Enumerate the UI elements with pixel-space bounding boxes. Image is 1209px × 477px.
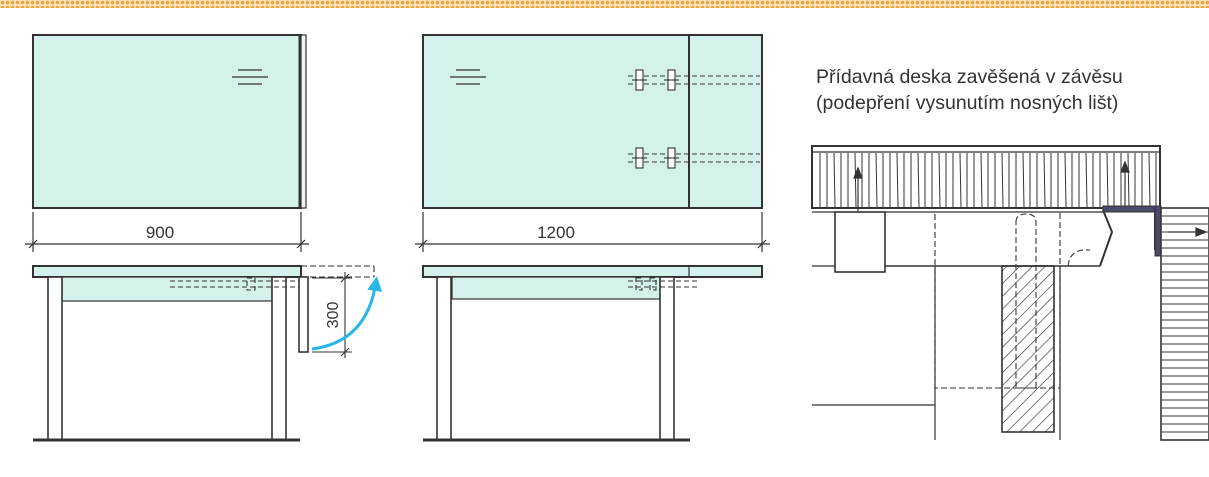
drop-height-label: 300: [325, 302, 342, 329]
extended-table-drawing: 1200: [415, 34, 770, 442]
detail-tabletop: [811, 145, 1161, 209]
detail-rail-block: [834, 211, 886, 273]
left-dimension-line: [25, 212, 309, 252]
middle-apron: [451, 276, 661, 300]
support-slide-upper: [628, 69, 760, 91]
detail-added-leaf: [1160, 207, 1209, 441]
left-hidden-hinge: [170, 277, 300, 291]
middle-plan-tabletop: [422, 34, 690, 209]
detail-added-leaf-grain: [1162, 215, 1208, 433]
middle-dimension-line: [415, 212, 770, 252]
detail-caption: Přídavná deska zavěšená v závěsu (podepř…: [816, 64, 1196, 116]
middle-elevation-top: [422, 265, 763, 278]
middle-leg-right: [659, 276, 675, 441]
drop-dimension-line: [312, 272, 352, 358]
left-leg-left: [47, 276, 63, 441]
middle-plan-extension-leaf: [688, 34, 763, 209]
caption-line-1: Přídavná deska zavěšená v závěsu: [816, 66, 1123, 88]
left-plan-tabletop: [32, 34, 302, 209]
rotation-arrow: [311, 276, 383, 351]
left-section-symbol: [232, 69, 268, 85]
left-folded-leaf: [298, 276, 309, 353]
left-leg-right: [271, 276, 287, 441]
middle-width-label: 1200: [537, 223, 575, 242]
left-apron: [61, 276, 273, 302]
detail-up-arrows: [853, 160, 1130, 212]
middle-leg-left: [436, 276, 452, 441]
middle-hidden-slide: [628, 277, 700, 291]
left-elevation-top: [32, 265, 302, 278]
detail-leg: [1001, 265, 1055, 433]
hinge-detail-drawing: [811, 145, 1209, 441]
detail-hinge-bracket: [1099, 209, 1156, 267]
left-raised-leaf-outline: [301, 265, 375, 278]
middle-section-symbol: [450, 69, 486, 85]
decorative-top-border: [0, 0, 1209, 8]
caption-line-2: (podepření vysunutím nosných lišt): [816, 92, 1119, 114]
fixed-table-drawing: 900 300: [25, 34, 383, 442]
detail-tabletop-grain: [819, 152, 1157, 208]
left-width-label: 900: [146, 223, 174, 242]
detail-right-arrow: [1168, 227, 1208, 237]
support-slide-lower: [628, 147, 760, 169]
